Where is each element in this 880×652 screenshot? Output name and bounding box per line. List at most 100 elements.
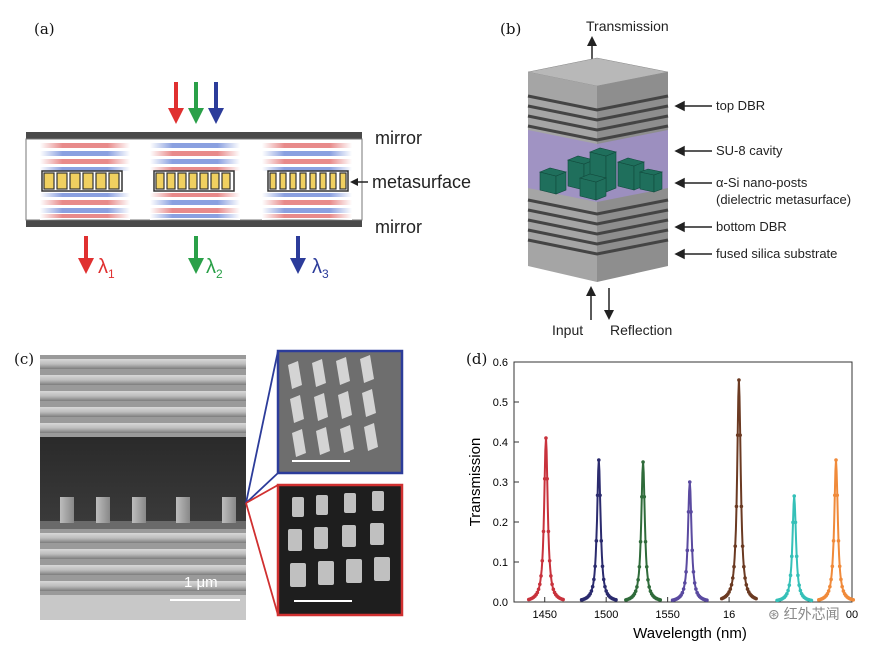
output-arrows xyxy=(78,236,306,274)
data-point xyxy=(694,587,698,591)
watermark: ⊛ 红外芯闻 xyxy=(768,606,840,622)
data-point xyxy=(600,564,605,569)
data-point xyxy=(681,587,686,591)
data-point xyxy=(742,564,746,569)
data-point xyxy=(786,588,790,593)
data-point xyxy=(614,598,618,602)
input-arrows xyxy=(168,82,224,124)
data-point xyxy=(793,520,798,525)
data-point xyxy=(851,598,856,602)
data-point xyxy=(604,589,608,593)
data-point xyxy=(839,577,843,582)
label-metasurface: metasurface xyxy=(372,172,472,192)
data-point xyxy=(738,433,742,437)
data-point xyxy=(685,548,690,553)
label-bottom-dbr: bottom DBR xyxy=(716,219,787,234)
data-point xyxy=(535,590,540,595)
data-point xyxy=(646,577,650,582)
data-point xyxy=(732,564,736,569)
data-point xyxy=(547,558,552,563)
data-point xyxy=(796,573,800,578)
data-point xyxy=(648,589,653,593)
data-point xyxy=(798,588,803,593)
data-point xyxy=(837,564,842,569)
y-tick-label: 0.0 xyxy=(493,597,508,609)
data-point xyxy=(830,564,835,569)
lambda-3: λ3 xyxy=(312,256,329,281)
data-point xyxy=(637,564,642,569)
data-point xyxy=(588,591,593,596)
data-point xyxy=(744,582,749,587)
data-point xyxy=(540,558,545,563)
data-point xyxy=(829,577,833,582)
data-point xyxy=(809,598,814,603)
data-point xyxy=(598,493,602,498)
data-point xyxy=(641,460,645,464)
lambda-2: λ2 xyxy=(206,256,223,281)
scale-bar-label: 1 μm xyxy=(184,574,218,591)
label-reflection: Reflection xyxy=(610,322,673,338)
data-point xyxy=(739,504,744,509)
data-point xyxy=(593,564,597,569)
label-mirror-top: mirror xyxy=(375,128,422,148)
data-point xyxy=(647,585,651,589)
data-point xyxy=(825,591,830,596)
data-point xyxy=(840,584,844,589)
y-tick-label: 0.4 xyxy=(493,437,508,449)
data-point xyxy=(539,574,543,578)
label-top-dbr: top DBR xyxy=(716,98,766,113)
data-point xyxy=(546,529,551,534)
data-point xyxy=(730,576,735,580)
data-point xyxy=(831,539,836,543)
data-point xyxy=(787,583,792,587)
y-tick-label: 0.2 xyxy=(493,517,508,529)
data-point xyxy=(794,554,799,559)
x-tick-label: 1500 xyxy=(594,609,618,621)
data-point xyxy=(549,574,553,578)
label-input: Input xyxy=(552,322,584,338)
data-point xyxy=(642,494,647,499)
data-point xyxy=(592,577,596,582)
sem-cross-section xyxy=(40,355,246,620)
data-point xyxy=(727,590,731,594)
data-point xyxy=(785,591,789,596)
y-axis-label: Transmission xyxy=(467,438,484,527)
data-point xyxy=(691,570,696,574)
data-point xyxy=(835,493,840,498)
data-point xyxy=(690,548,695,553)
label-dielectric-metasurface: (dielectric metasurface) xyxy=(716,192,852,207)
label-substrate: fused silica substrate xyxy=(716,246,838,261)
data-point xyxy=(589,589,594,593)
data-point xyxy=(689,510,693,514)
x-tick-label: 1450 xyxy=(532,609,556,621)
data-point xyxy=(636,577,640,582)
wechat-icon: ⊛ xyxy=(768,606,784,622)
y-tick-label: 0.6 xyxy=(493,357,508,369)
data-point xyxy=(734,504,739,509)
data-point xyxy=(728,587,733,591)
data-point xyxy=(680,590,685,595)
data-point xyxy=(544,436,548,440)
data-point xyxy=(545,476,549,481)
panel-c-label: (c) xyxy=(14,350,35,368)
data-point xyxy=(740,544,745,548)
data-point xyxy=(551,587,556,592)
y-tick-label: 0.3 xyxy=(493,477,508,489)
data-point xyxy=(594,539,599,543)
panel-b-label: (b) xyxy=(500,20,522,38)
data-point xyxy=(705,598,709,602)
data-point xyxy=(599,539,604,543)
data-point xyxy=(597,458,601,462)
data-point xyxy=(828,584,832,589)
data-point xyxy=(633,589,638,593)
label-nano-posts: α-Si nano-posts xyxy=(716,175,808,190)
data-point xyxy=(792,494,797,498)
data-point xyxy=(687,480,692,484)
x-axis-label: Wavelength (nm) xyxy=(633,625,747,642)
data-point xyxy=(561,597,565,602)
standing-waves xyxy=(40,142,352,220)
x-tick-label: 00 xyxy=(846,609,858,621)
data-point xyxy=(550,582,554,587)
data-point xyxy=(538,582,542,587)
